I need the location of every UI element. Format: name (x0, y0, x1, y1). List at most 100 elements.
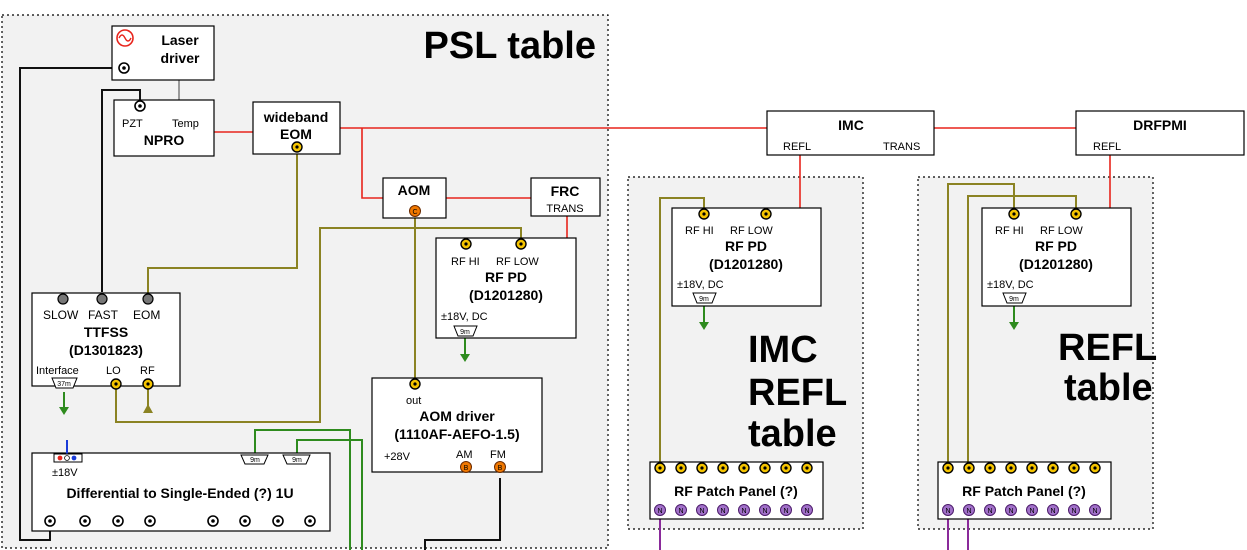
aom-driver-fm-connector (494, 461, 506, 473)
rf-pd-imc-refl-power-label: ±18V, DC (677, 279, 724, 291)
diff-to-se-bnc-pin-4 (148, 519, 152, 523)
patch-panel-n-connector-4 (717, 504, 729, 516)
patch-panel-sma-pin-5 (742, 466, 746, 470)
patch-panel-n-mark-3: N (699, 508, 704, 515)
rf-pd-frc-box: RF HI RF LOW RF PD (D1201280) ±18V, DC 9… (435, 237, 577, 339)
patch-panel-n-mark-4: N (720, 508, 725, 515)
patch-panel-sma-pin-6 (1051, 466, 1055, 470)
ttfss-title: TTFSS (84, 324, 128, 340)
patch-panel-n-connector-4 (1005, 504, 1017, 516)
patch-panel-n-connector-8 (1089, 504, 1101, 516)
ttfss-eom-label: EOM (133, 308, 160, 322)
aom-connector-mark: C (412, 209, 417, 216)
aom-driver-part: (1110AF-AEFO-1.5) (394, 426, 519, 442)
patch-panel-n-connector-5 (738, 504, 750, 516)
patch-panel-sma-pin-7 (1072, 466, 1076, 470)
power-cables (59, 306, 1019, 550)
frc-box: FRC TRANS (530, 177, 601, 217)
patch-panel-refl-title: RF Patch Panel (?) (962, 483, 1086, 499)
rf-pd-imc-refl-rf-hi-label: RF HI (685, 225, 714, 237)
patch-panel-n-connector-2 (675, 504, 687, 516)
ttfss-lo-label: LO (106, 365, 121, 377)
imc-refl-table-label-2: REFL (748, 372, 847, 414)
diff-to-se-bnc-pin-2 (83, 519, 87, 523)
patch-panel-n-connector-1 (654, 504, 666, 516)
diff-to-se-box: ±18V 9m 9m Differential to Single-Ended … (31, 440, 331, 532)
patch-panel-n-mark-6: N (762, 508, 767, 515)
n-type-cables (659, 514, 969, 550)
patch-panel-n-connector-2 (963, 504, 975, 516)
diff-to-se-cable-b-connector (282, 454, 311, 465)
patch-panel-n-mark-5: N (741, 508, 746, 515)
rf-pd-imc-refl-rf-low-label: RF LOW (730, 225, 773, 237)
ttfss-slow-label: SLOW (43, 308, 79, 322)
diff-to-se-cable-a-label: 9m (250, 457, 260, 464)
diff-to-se-power-label: ±18V (52, 467, 78, 479)
diff-to-se-title: Differential to Single-Ended (?) 1U (66, 485, 293, 501)
rf-pd-frc-part: (D1201280) (469, 287, 543, 303)
rf-pd-imc-refl-power-connector (692, 292, 717, 304)
psl-table-label: PSL table (424, 25, 596, 67)
aom-box: AOM C (382, 177, 447, 219)
aom-driver-title: AOM driver (419, 408, 495, 424)
diff-to-se-bnc-pin-5 (211, 519, 215, 523)
diff-to-se-bnc-pin-6 (243, 519, 247, 523)
npro-box: PZT Temp NPRO (113, 99, 215, 157)
wideband-eom-title-2: EOM (280, 126, 312, 142)
aom-driver-power-label: +28V (384, 451, 411, 463)
wideband-eom-title-1: wideband (263, 109, 329, 125)
rf-pd-refl-rf-low-label: RF LOW (1040, 225, 1083, 237)
imc-refl-table-label-1: IMC (748, 329, 818, 371)
patch-panel-n-mark-6: N (1050, 508, 1055, 515)
imc-trans-label: TRANS (883, 141, 920, 153)
ttfss-rf-label: RF (140, 365, 155, 377)
patch-panel-n-mark-5: N (1029, 508, 1034, 515)
patch-panel-sma-pin-6 (763, 466, 767, 470)
drfpmi-box: DRFPMI REFL (1075, 110, 1245, 156)
ttfss-box: SLOW FAST EOM TTFSS (D1301823) Interface… (31, 292, 181, 390)
diff-to-se-bnc-row (44, 515, 316, 527)
patch-panel-n-mark-8: N (804, 508, 809, 515)
aom-driver-am-connector (460, 461, 472, 473)
rf-pd-imc-refl-part: (D1201280) (709, 256, 783, 272)
patch-panel-sma-pin-8 (805, 466, 809, 470)
diff-to-se-bnc-pin-1 (48, 519, 52, 523)
patch-panel-sma-pin-3 (700, 466, 704, 470)
patch-panel-n-connector-6 (759, 504, 771, 516)
rf-pd-frc-title: RF PD (485, 269, 527, 285)
laser-beam-paths (214, 127, 1115, 257)
rf-pd-refl-title: RF PD (1035, 238, 1077, 254)
patch-panel-sma-pin-2 (967, 466, 971, 470)
patch-panel-n-mark-8: N (1092, 508, 1097, 515)
frc-trans-label: TRANS (546, 203, 583, 215)
rf-pd-frc-power-connector (453, 325, 478, 337)
patch-panel-n-connector-8 (801, 504, 813, 516)
rf-pd-frc-cable-label: 9m (460, 329, 470, 336)
drfpmi-title: DRFPMI (1133, 117, 1187, 133)
rf-pd-frc-rf-low-label: RF LOW (496, 256, 539, 268)
patch-panel-n-mark-2: N (678, 508, 683, 515)
ttfss-fast-connector (96, 293, 108, 305)
aom-driver-am-label: AM (456, 449, 473, 461)
ttfss-fast-label: FAST (88, 308, 119, 322)
refl-table-label-1: REFL (1058, 327, 1157, 369)
npro-temp-label: Temp (172, 118, 199, 130)
ttfss-cable-label: 37m (57, 381, 71, 388)
aom-driver-out-label: out (406, 395, 421, 407)
diff-to-se-cable-b-label: 9m (292, 457, 302, 464)
rf-cables (115, 148, 1077, 467)
rf-pd-imc-refl-box: RF HI RF LOW RF PD (D1201280) ±18V, DC 9… (671, 207, 822, 307)
imc-title: IMC (838, 117, 864, 133)
patch-panel-n-mark-7: N (783, 508, 788, 515)
patch-panel-sma-pin-1 (946, 466, 950, 470)
diff-to-se-bnc-pin-7 (276, 519, 280, 523)
rf-pd-refl-cable-label: 9m (1009, 296, 1019, 303)
npro-title: NPRO (144, 132, 185, 148)
imc-box: IMC REFL TRANS (766, 110, 935, 156)
frc-title: FRC (551, 183, 580, 199)
laser-driver-title-2: driver (161, 50, 200, 66)
